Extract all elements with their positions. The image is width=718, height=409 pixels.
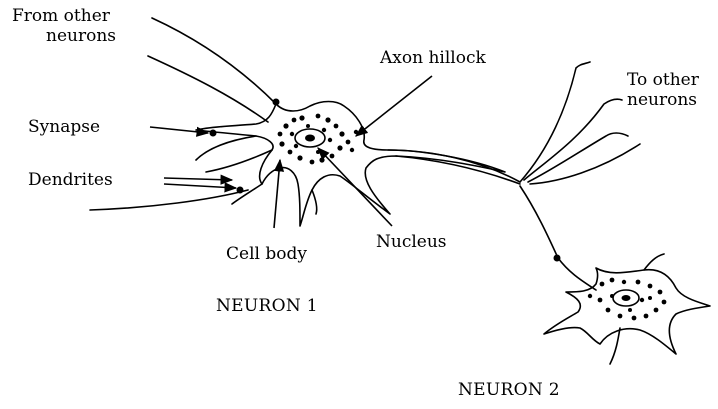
- synapse-dot-neuron2: [554, 255, 561, 262]
- axon-hillock-arrow: [356, 76, 432, 136]
- label-axon-hillock: Axon hillock: [380, 48, 486, 68]
- synapse-dot-lower: [237, 187, 244, 194]
- axon-terminal-1: [520, 62, 590, 182]
- neuron2-process-top: [644, 254, 664, 270]
- neuron1-dendrite-mid: [206, 150, 272, 172]
- neuron1-dendrite-lower-right: [312, 190, 317, 214]
- label-from-other-neurons-line1: From other: [12, 6, 116, 26]
- label-dendrites: Dendrites: [28, 170, 113, 190]
- label-neuron-2: NEURON 2: [458, 380, 560, 400]
- neuron1-dendrite-left: [196, 136, 256, 160]
- neuron2-cell-body: [544, 268, 710, 354]
- label-synapse: Synapse: [28, 117, 100, 137]
- neuron1-cell-body: [196, 102, 505, 227]
- synapse-dot-top: [273, 99, 280, 106]
- dendrites-arrow-1: [164, 178, 232, 180]
- label-to-other-neurons-line2: neurons: [627, 90, 699, 110]
- nucleus-arrow: [318, 148, 392, 226]
- axon-terminal-2: [524, 99, 622, 180]
- neuron2-nucleolus: [622, 295, 631, 301]
- neuron1-nucleolus: [305, 135, 315, 142]
- axon-terminal-4: [530, 144, 640, 184]
- dendrites-arrow-2: [164, 184, 236, 188]
- label-from-other-neurons: From other neurons: [12, 6, 116, 46]
- axon-to-neuron2: [520, 186, 596, 290]
- neuron1-dendrite-upper-left: [148, 56, 268, 122]
- label-to-other-neurons: To other neurons: [627, 70, 699, 110]
- neuron1-dendrite-long-left: [90, 190, 248, 210]
- label-cell-body: Cell body: [226, 244, 307, 264]
- neuron1-dendrite-lower-left: [232, 184, 262, 204]
- label-neuron-1: NEURON 1: [216, 296, 318, 316]
- label-nucleus: Nucleus: [376, 232, 447, 252]
- label-to-other-neurons-line1: To other: [627, 70, 699, 90]
- neuron1-dendrite-top: [152, 18, 276, 104]
- synapse-dot-left: [210, 130, 217, 137]
- label-from-other-neurons-line2: neurons: [12, 26, 116, 46]
